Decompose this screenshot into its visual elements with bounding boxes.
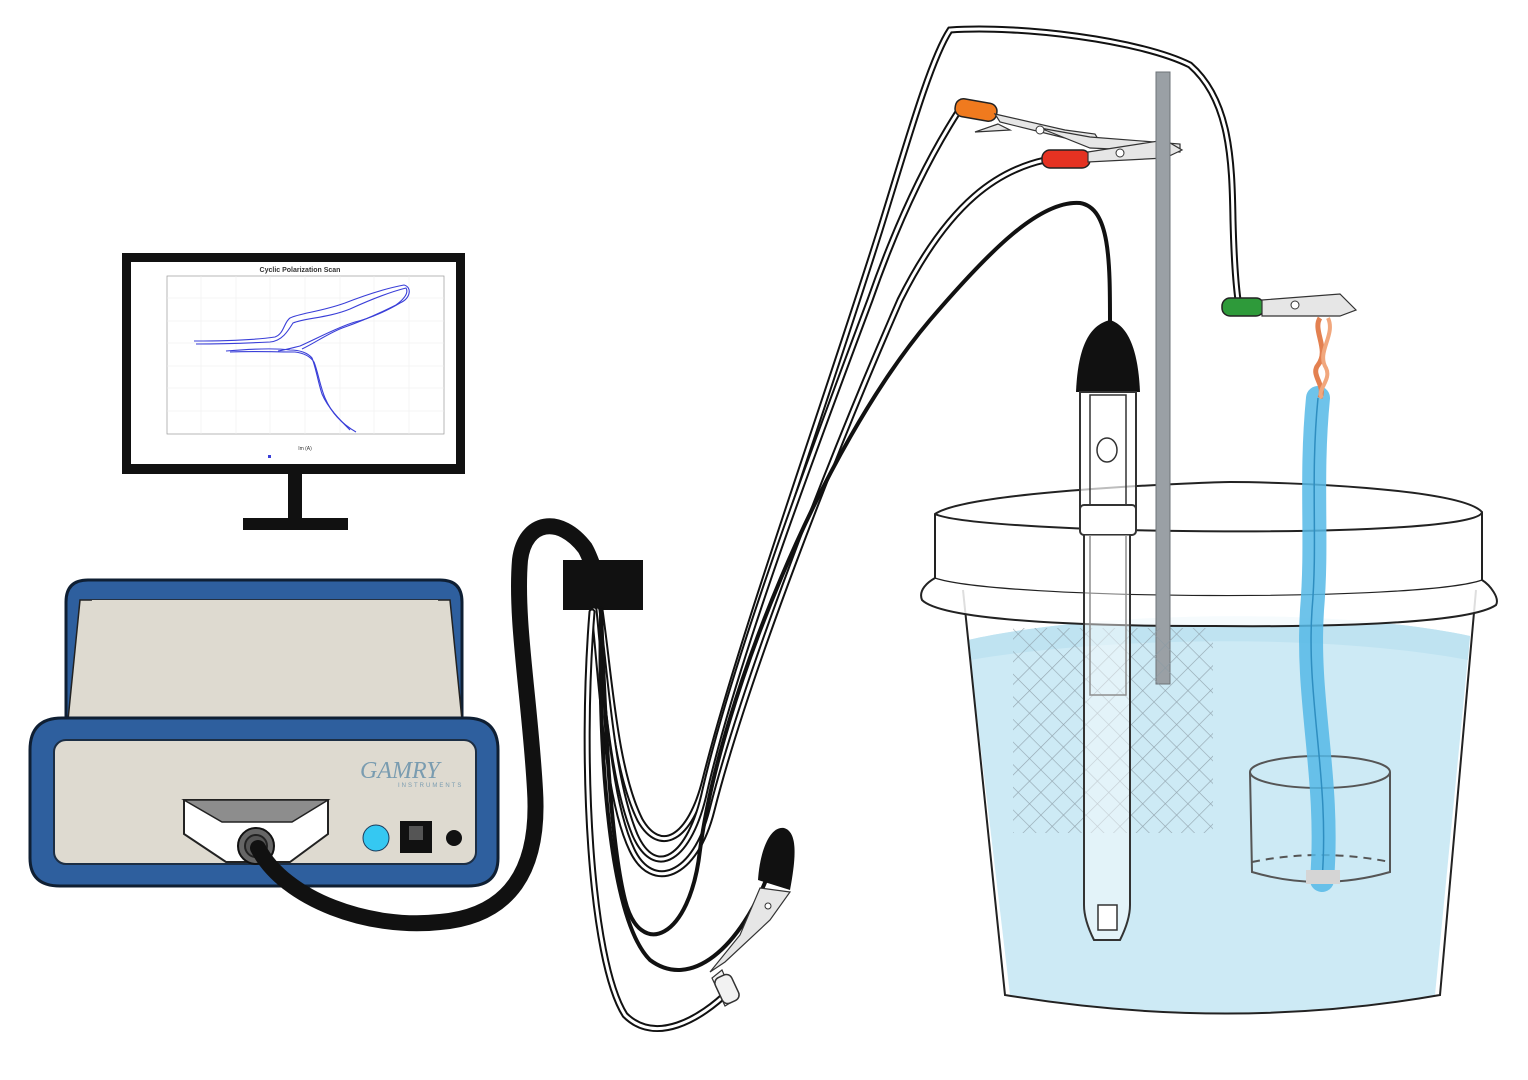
working-electrode-rod — [1155, 71, 1171, 685]
mesh-electrode — [1013, 628, 1213, 833]
computer-monitor: Cyclic Polarization Scan Im (A) — [122, 253, 465, 530]
blue-insulated-wire — [1299, 316, 1340, 892]
green-alligator-clip[interactable] — [1221, 293, 1358, 317]
polarization-curve — [193, 284, 410, 433]
beaker-lid — [920, 480, 1498, 628]
brand-subtitle: INSTRUMENTS — [398, 783, 463, 789]
reference-electrode-lead — [599, 200, 1112, 937]
cell-cable-connector[interactable] — [181, 799, 331, 865]
potentiostat-device: GAMRY INSTRUMENTS — [28, 578, 500, 888]
status-led — [362, 824, 390, 852]
reference-electrode — [1076, 320, 1140, 941]
brand-name: GAMRY — [360, 758, 442, 784]
black-alligator-clip[interactable] — [709, 827, 795, 973]
screen-legend — [268, 455, 271, 458]
cable-breakout-block — [563, 560, 643, 610]
ground-jack[interactable] — [446, 830, 462, 846]
lead-wires — [583, 25, 1242, 1033]
screen-chart-title: Cyclic Polarization Scan — [260, 267, 341, 274]
power-switch[interactable] — [400, 821, 432, 853]
screen-x-axis-label: Im (A) — [298, 446, 312, 452]
working-sense-lead — [593, 108, 962, 863]
gamry-logo: GAMRY INSTRUMENTS — [360, 758, 463, 789]
white-alligator-clip[interactable] — [711, 969, 741, 1007]
main-cell-cable — [250, 518, 608, 932]
